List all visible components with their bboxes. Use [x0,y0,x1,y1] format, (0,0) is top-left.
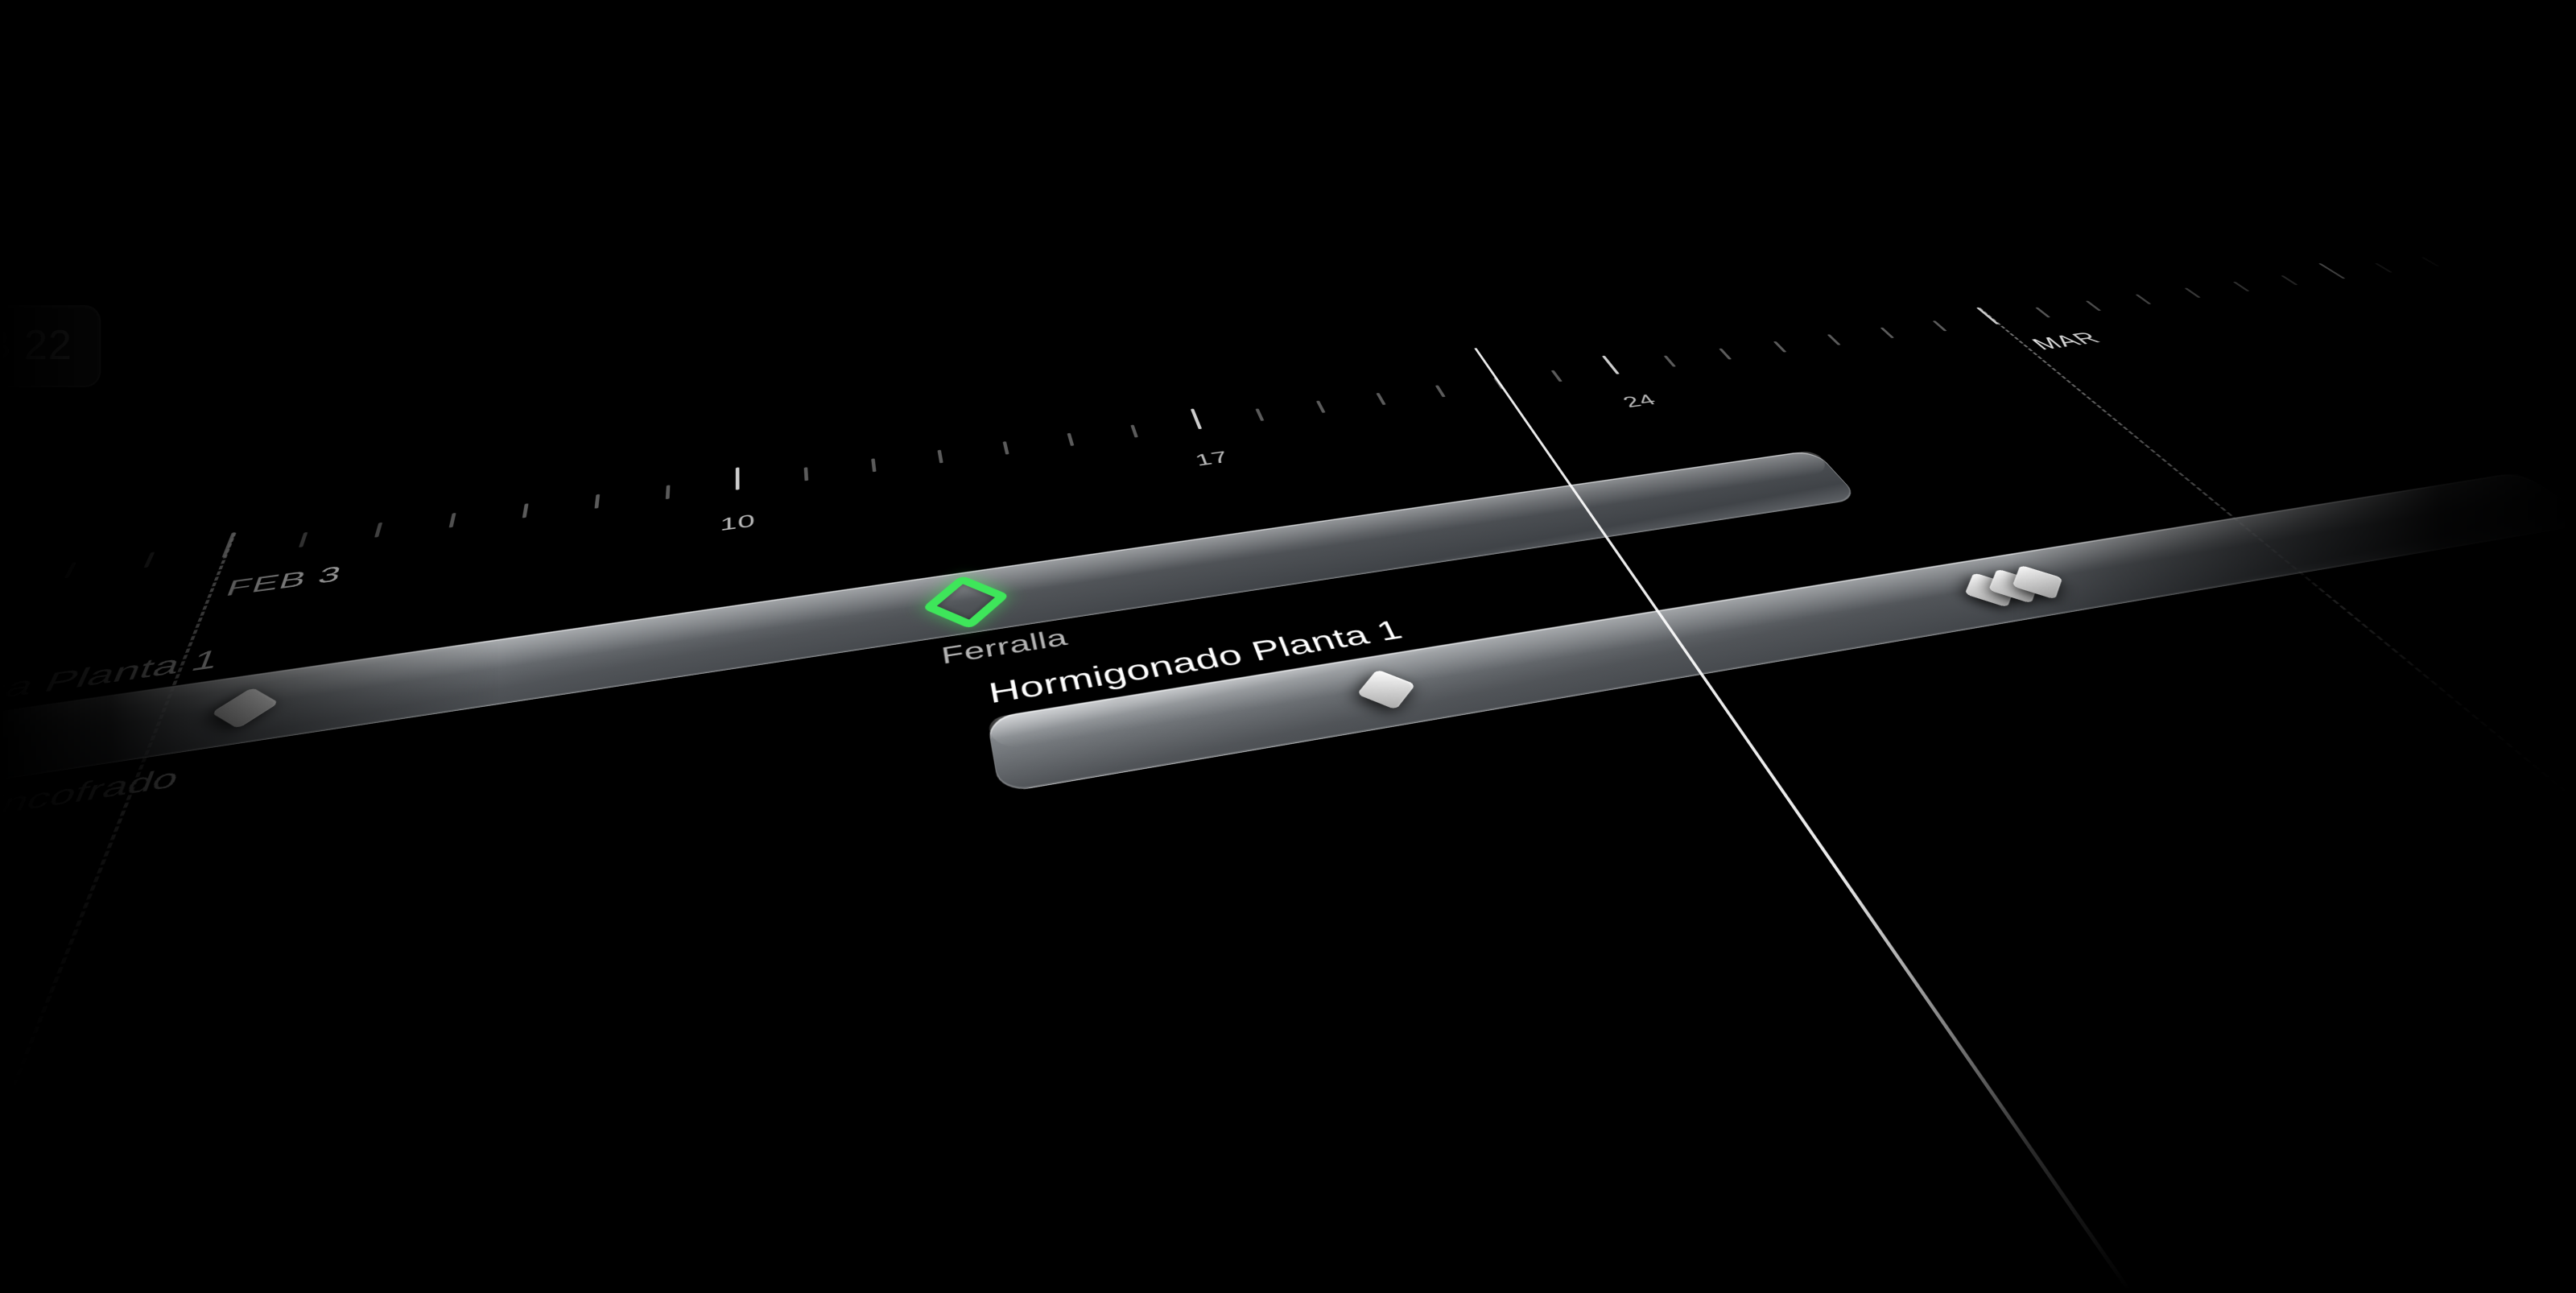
today-line [1474,348,2190,1293]
today-badge[interactable]: FEB 22 [0,305,101,387]
ruler-tick-major [736,467,740,490]
